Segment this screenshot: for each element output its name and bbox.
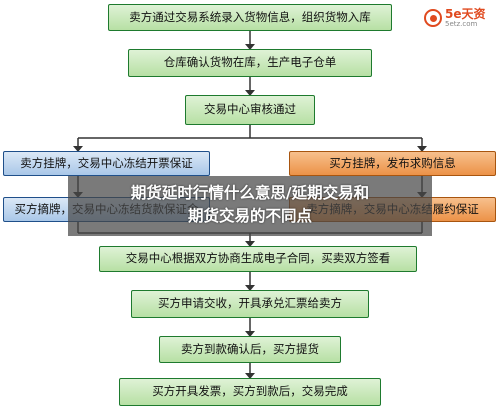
flow-step-warehouse-confirm: 仓库确认货物在库，生产电子仓单: [128, 49, 372, 77]
overlay-title-line1: 期货延时行情什么意思/延期交易和: [130, 184, 370, 202]
flow-step-delivery-request: 买方申请交收，开具承兑汇票给卖方: [131, 290, 369, 318]
logo-icon: [424, 9, 442, 27]
article-title-overlay: 期货延时行情什么意思/延期交易和 期货交易的不同点: [68, 176, 432, 236]
flow-step-contract: 交易中心根据双方协商生成电子合同，买卖双方签看: [99, 246, 417, 272]
flow-step-seller-listing: 卖方挂牌，交易中心冻结开票保证: [3, 151, 210, 176]
flow-step-center-approve: 交易中心审核通过: [185, 95, 315, 125]
overlay-title-line2: 期货交易的不同点: [187, 207, 312, 225]
flow-step-seller-entry: 卖方通过交易系统录入货物信息，组织货物入库: [108, 4, 392, 31]
logo-url: 5etz.com: [445, 20, 478, 28]
flow-step-buyer-listing: 买方挂牌，发布求购信息: [289, 151, 496, 176]
flow-step-complete: 买方开具发票，买方到款后，交易完成: [119, 378, 381, 406]
flow-step-pickup: 卖方到款确认后，买方提货: [159, 336, 341, 363]
logo-brand: 5e天资: [445, 7, 486, 21]
site-logo[interactable]: 5e天资 5etz.com: [424, 6, 496, 30]
